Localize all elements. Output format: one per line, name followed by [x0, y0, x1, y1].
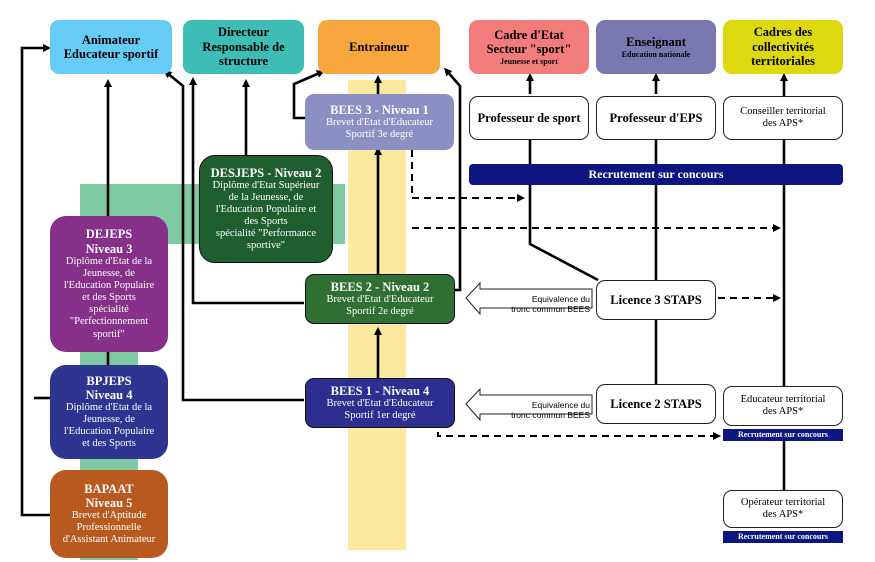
enseignant-box: Enseignant Education nationale [596, 20, 716, 74]
cadres-collectivites-label: Cadres des collectivités territoriales [751, 25, 815, 69]
equivalence-upper-label: Equivalence du tronc commun BEES [484, 286, 590, 314]
equivalence-lower-label: Equivalence du tronc commun BEES [484, 392, 590, 420]
dejeps-title: DEJEPS Niveau 3 [85, 227, 133, 256]
bpjeps-sub: Diplôme d'Etat de la Jeunesse, de l'Educ… [63, 402, 155, 450]
directeur-label: Directeur Responsable de structure [202, 25, 285, 69]
equivalence-upper-text: Equivalence du tronc commun BEES [511, 294, 590, 314]
dejeps-box: DEJEPS Niveau 3 Diplôme d'Etat de la Jeu… [50, 216, 168, 352]
recrutement-small1-bar: Recrutement sur concours [723, 429, 843, 441]
cadre-etat-sub: Jeunesse et sport [500, 56, 558, 66]
professeur-eps-label: Professeur d'EPS [609, 110, 703, 125]
educateur-label: Educateur territorial des APS* [740, 393, 826, 417]
licence2-box: Licence 2 STAPS [596, 384, 716, 424]
operateur-box: Opérateur territorial des APS* [723, 490, 843, 528]
entraineur-label: Entraineur [349, 39, 409, 54]
recrutement-small2-bar: Recrutement sur concours [723, 531, 843, 543]
licence2-label: Licence 2 STAPS [610, 396, 702, 411]
bpjeps-title: BPJEPS Niveau 4 [85, 373, 133, 402]
enseignant-title: Enseignant [626, 35, 686, 50]
equivalence-arrow-upper [465, 281, 593, 316]
recrutement-small1-label: Recrutement sur concours [737, 430, 829, 440]
bees1-sub: Brevet d'Etat d'Educateur Sportif 1er de… [326, 398, 434, 422]
directeur-box: Directeur Responsable de structure [183, 20, 304, 74]
bapaat-sub: Brevet d'Aptitude Professionnelle d'Assi… [62, 510, 156, 546]
animateur-box: Animateur Educateur sportif [50, 20, 172, 74]
animateur-label: Animateur Educateur sportif [63, 32, 159, 61]
conseiller-box: Conseiller territorial des APS* [723, 96, 843, 140]
bees1-box: BEES 1 - Niveau 4 Brevet d'Etat d'Educat… [305, 378, 455, 428]
enseignant-sub: Education nationale [621, 49, 691, 59]
recrutement-small2-label: Recrutement sur concours [737, 532, 829, 542]
bapaat-box: BAPAAT Niveau 5 Brevet d'Aptitude Profes… [50, 470, 168, 558]
conseiller-label: Conseiller territorial des APS* [740, 105, 826, 129]
bees2-box: BEES 2 - Niveau 2 Brevet d'Etat d'Educat… [305, 274, 455, 324]
desjeps-title: DESJEPS - Niveau 2 [210, 165, 322, 180]
dejeps-sub: Diplôme d'Etat de la Jeunesse, de l'Educ… [63, 256, 155, 340]
bpjeps-box: BPJEPS Niveau 4 Diplôme d'Etat de la Jeu… [50, 365, 168, 459]
professeur-sport-label: Professeur de sport [477, 110, 581, 125]
operateur-label: Opérateur territorial des APS* [740, 496, 826, 520]
professeur-eps-box: Professeur d'EPS [596, 96, 716, 140]
professeur-sport-box: Professeur de sport [469, 96, 589, 140]
educateur-box: Educateur territorial des APS* [723, 386, 843, 426]
licence3-box: Licence 3 STAPS [596, 280, 716, 320]
bees1-title: BEES 1 - Niveau 4 [330, 383, 430, 398]
cadres-collectivites-box: Cadres des collectivités territoriales [723, 20, 843, 74]
bapaat-title: BAPAAT Niveau 5 [84, 481, 134, 510]
equivalence-lower-text: Equivalence du tronc commun BEES [511, 400, 590, 420]
bees3-sub: Brevet d'Etat d'Educateur Sportif 3e deg… [326, 117, 433, 141]
bees2-title: BEES 2 - Niveau 2 [330, 279, 430, 294]
bees2-sub: Brevet d'Etat d'Educateur Sportif 2e deg… [326, 294, 434, 318]
cadre-etat-box: Cadre d'Etat Secteur "sport" Jeunesse et… [469, 20, 589, 74]
cadre-etat-title: Cadre d'Etat Secteur "sport" [486, 28, 572, 57]
desjeps-sub: Diplôme d'Etat Supérieur de la Jeunesse,… [212, 180, 320, 252]
licence3-label: Licence 3 STAPS [610, 292, 702, 307]
entraineur-box: Entraineur [318, 20, 440, 74]
recrutement-main-bar: Recrutement sur concours [469, 164, 843, 185]
bees3-box: BEES 3 - Niveau 1 Brevet d'Etat d'Educat… [305, 94, 454, 150]
equivalence-arrow-lower [465, 387, 593, 422]
desjeps-box: DESJEPS - Niveau 2 Diplôme d'Etat Supéri… [199, 155, 333, 263]
bees3-title: BEES 3 - Niveau 1 [330, 102, 429, 117]
recrutement-main-label: Recrutement sur concours [588, 166, 724, 181]
